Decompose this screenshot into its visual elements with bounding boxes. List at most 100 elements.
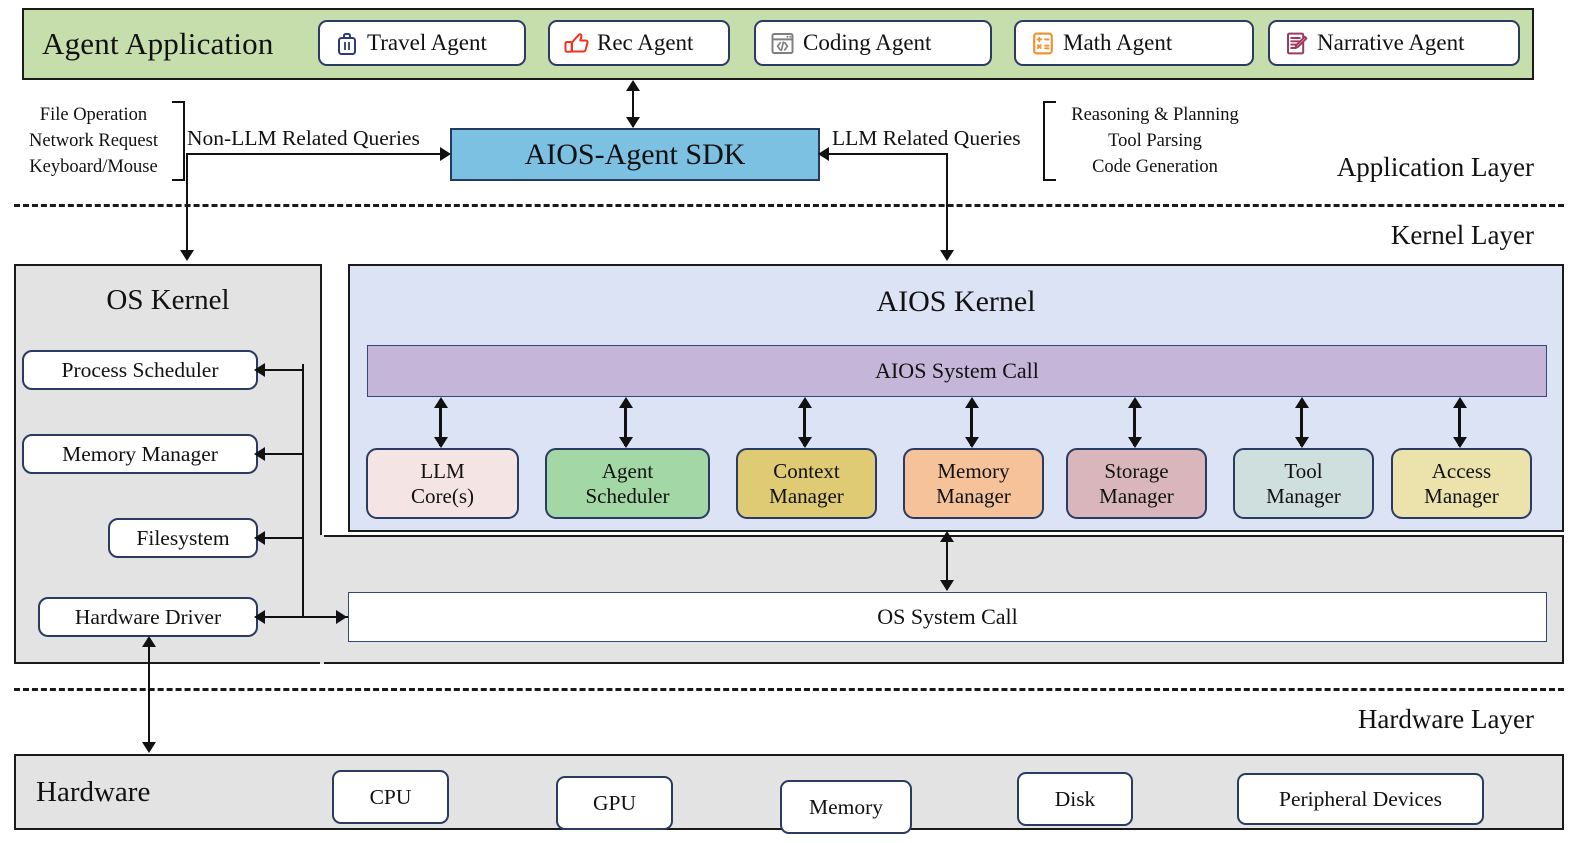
suitcase-icon <box>333 30 360 57</box>
aios-kernel-title: AIOS Kernel <box>876 285 1036 318</box>
arrowhead-left-driver <box>254 610 265 624</box>
arrowhead-left-scheduler <box>254 363 265 377</box>
module-line-2: Manager <box>1099 483 1174 508</box>
llm-capability-item: Tool Parsing <box>1108 130 1202 151</box>
hardware-item-disk[interactable]: Disk <box>1017 772 1133 826</box>
agent-application-title: Agent Application <box>42 26 274 61</box>
module-connector <box>624 400 627 446</box>
application-kernel-divider <box>14 204 1564 207</box>
bus-branch-driver <box>262 616 348 619</box>
bus-branch-memory <box>262 453 304 456</box>
non-llm-capability-item: Keyboard/Mouse <box>29 157 158 178</box>
module-connector <box>439 400 442 446</box>
module-line-1: Memory <box>937 458 1010 483</box>
agent-chip-rec-agent[interactable]: Rec Agent <box>548 20 730 66</box>
gray-seam <box>320 535 324 664</box>
arrowhead-up-syscall <box>1452 397 1467 408</box>
aios-agent-sdk-box[interactable]: AIOS-Agent SDK <box>450 128 820 181</box>
llm-queries-label: LLM Related Queries <box>832 126 1021 150</box>
module-connector <box>1458 400 1461 446</box>
module-line-1: Tool <box>1284 458 1323 483</box>
connector-right-to-sdk <box>828 153 948 156</box>
agent-chip-travel-agent[interactable]: Travel Agent <box>318 20 526 66</box>
arrowhead-up-syscall <box>618 397 633 408</box>
arrowhead-down-hardware <box>142 742 156 753</box>
llm-capability-item: Code Generation <box>1092 157 1218 178</box>
bus-branch-filesystem <box>262 537 304 540</box>
non-llm-capability-item: File Operation <box>39 104 148 125</box>
hardware-title: Hardware <box>36 775 151 808</box>
os-kernel-item-process-scheduler[interactable]: Process Scheduler <box>22 350 258 390</box>
calculator-icon <box>1029 30 1056 57</box>
module-connector <box>1133 400 1136 446</box>
agent-chip-label: Travel Agent <box>367 30 487 55</box>
os-kernel-item-hardware-driver[interactable]: Hardware Driver <box>38 597 258 637</box>
arrowhead-down-sdk <box>626 117 640 128</box>
document-pen-icon <box>1283 30 1310 57</box>
agent-chip-label: Rec Agent <box>597 30 694 55</box>
agent-chip-math-agent[interactable]: Math Agent <box>1014 20 1254 66</box>
module-line-2: Manager <box>769 483 844 508</box>
kernel-hardware-divider <box>14 688 1564 691</box>
arrowhead-up-syscall <box>1127 397 1142 408</box>
arrowhead-left-filesystem <box>254 531 265 545</box>
connector-left-drop <box>186 153 189 253</box>
connector-right-drop <box>946 153 949 253</box>
arrowhead-up-syscall <box>433 397 448 408</box>
os-kernel-bus <box>302 364 305 618</box>
arrowhead-down-module <box>964 437 979 448</box>
arrowhead-right-sdk <box>440 147 451 161</box>
connector-left-to-sdk <box>186 153 442 156</box>
os-kernel-title: OS Kernel <box>106 283 230 316</box>
connector-app-sdk <box>632 82 635 127</box>
os-system-call-box[interactable]: OS System Call <box>348 592 1547 642</box>
left-bracket <box>172 101 185 181</box>
module-line-2: Scheduler <box>585 483 670 508</box>
llm-capability-item: Reasoning & Planning <box>1071 104 1239 125</box>
module-line-2: Manager <box>1266 483 1341 508</box>
hardware-item-peripheral-devices[interactable]: Peripheral Devices <box>1237 773 1484 825</box>
module-line-1: Storage <box>1104 458 1169 483</box>
right-bracket <box>1043 101 1056 181</box>
os-kernel-item-memory-manager[interactable]: Memory Manager <box>22 434 258 474</box>
arrowhead-up-app <box>626 80 640 91</box>
arrowhead-right-syscall <box>336 610 347 624</box>
module-line-1: Context <box>773 458 840 483</box>
arrowhead-down-os-kernel <box>180 250 194 261</box>
hardware-layer-caption: Hardware Layer <box>1357 704 1534 734</box>
agent-chip-narrative-agent[interactable]: Narrative Agent <box>1268 20 1520 66</box>
arrowhead-down-module <box>1127 437 1142 448</box>
agent-chip-label: Narrative Agent <box>1317 30 1465 55</box>
module-line-1: Access <box>1431 458 1492 483</box>
code-window-icon <box>769 30 796 57</box>
hardware-item-gpu[interactable]: GPU <box>556 776 673 830</box>
aios-system-call-bar[interactable]: AIOS System Call <box>367 345 1547 397</box>
module-connector <box>803 400 806 446</box>
hardware-item-memory[interactable]: Memory <box>780 780 912 834</box>
module-line-1: Agent <box>601 458 654 483</box>
arrowhead-down-module <box>1294 437 1309 448</box>
connector-driver-hardware <box>148 640 151 750</box>
hardware-item-cpu[interactable]: CPU <box>332 770 449 824</box>
agent-chip-coding-agent[interactable]: Coding Agent <box>754 20 992 66</box>
arrowhead-left-sdk <box>818 147 829 161</box>
module-line-2: Core(s) <box>411 483 474 508</box>
arrowhead-down-os-syscall <box>940 580 954 591</box>
agent-chip-label: Coding Agent <box>803 30 932 55</box>
bus-branch-scheduler <box>262 369 304 372</box>
os-kernel-item-filesystem[interactable]: Filesystem <box>108 518 258 558</box>
module-line-2: Manager <box>1424 483 1499 508</box>
arrowhead-left-memory <box>254 447 265 461</box>
module-line-2: Manager <box>936 483 1011 508</box>
arrowhead-up-syscall <box>964 397 979 408</box>
